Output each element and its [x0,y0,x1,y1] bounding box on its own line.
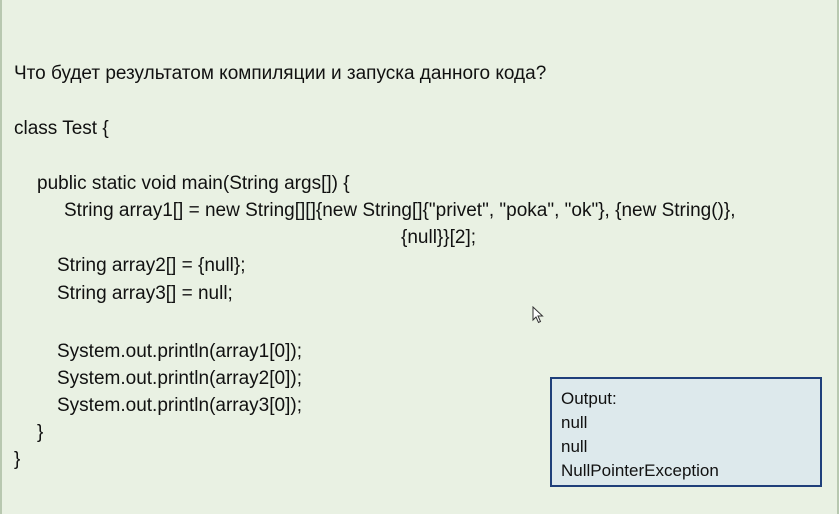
mouse-cursor-icon [532,306,544,324]
code-line: class Test { [14,118,109,139]
question-text: Что будет результатом компиляции и запус… [14,63,547,84]
code-line: System.out.println(array1[0]); [57,341,302,362]
code-line: System.out.println(array3[0]); [57,395,302,416]
output-box: Output: null null NullPointerException [550,377,822,487]
output-line: NullPointerException [561,461,719,480]
code-line: String array1[] = new String[][]{new Str… [64,200,736,221]
output-line: null [561,437,588,456]
code-line: } [14,449,21,470]
output-line: null [561,413,588,432]
code-line: String array2[] = {null}; [57,255,246,276]
output-title: Output: [561,389,617,408]
code-line: public static void main(String args[]) { [37,173,350,194]
code-line: } [37,422,44,443]
code-line: String array3[] = null; [57,283,233,304]
code-line: System.out.println(array2[0]); [57,368,302,389]
code-line: {null}}[2]; [401,227,477,248]
